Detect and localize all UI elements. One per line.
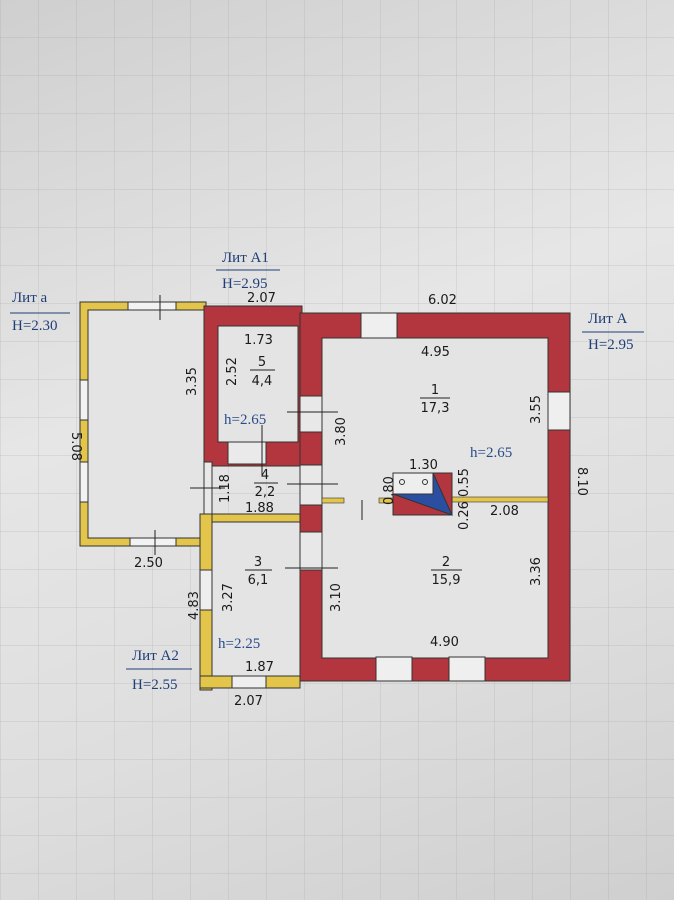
window [231,675,267,689]
lit-a1-walls [203,305,303,467]
ceiling-height-room-1: h=2.65 [470,445,512,461]
ceiling-height-room-3: h=2.25 [218,636,260,652]
room-2-label: 2 15,9 [431,555,462,588]
window [199,569,213,611]
window [79,379,89,421]
stove [392,472,453,516]
liter-label-A: Лит А H=2.95 [582,311,644,353]
svg-text:15,9: 15,9 [432,573,461,588]
liter-label-a1: Лит А1 H=2.95 [216,250,280,292]
window [79,461,89,503]
svg-text:Лит А2: Лит А2 [132,648,179,664]
svg-text:2,2: 2,2 [255,485,276,500]
dim: 1.18 [218,474,233,503]
svg-text:H=2.30: H=2.30 [12,318,58,334]
dim: 3.35 [185,367,200,396]
svg-text:H=2.95: H=2.95 [222,276,268,292]
window [547,391,571,431]
lit-a-walls [79,301,207,547]
svg-text:4,4: 4,4 [252,374,273,389]
dim: 0.55 [457,468,472,497]
dim: 0.26 [457,501,472,530]
svg-text:Лит А: Лит А [588,311,628,327]
svg-text:Лит А1: Лит А1 [222,250,269,266]
svg-text:H=2.95: H=2.95 [588,337,634,353]
svg-text:1: 1 [431,383,439,398]
window [129,537,177,547]
room-1-label: 1 17,3 [420,383,450,416]
dimension-lines [154,295,363,569]
liter-label-a: Лит а H=2.30 [10,290,70,334]
room-4-label: 4 2,2 [254,468,278,500]
dim: 4.95 [421,345,450,360]
dim: 2.52 [225,357,240,386]
svg-text:4: 4 [261,468,269,483]
svg-text:H=2.55: H=2.55 [132,677,178,693]
svg-text:2: 2 [442,555,450,570]
dim: 1.30 [409,458,438,473]
svg-text:Лит а: Лит а [12,290,48,306]
window [360,312,398,339]
dim: 8.10 [574,467,589,496]
dim: 3.55 [529,395,544,424]
window [127,301,177,311]
dim: 2.08 [490,504,519,519]
svg-text:5: 5 [258,355,266,370]
dim: 2.07 [234,694,263,709]
dim: 2.07 [247,291,276,306]
window [375,656,413,682]
door [227,441,267,465]
room-3-label: 3 6,1 [245,555,272,588]
window [448,656,486,682]
dim: 1.88 [245,501,274,516]
svg-text:6,1: 6,1 [248,573,269,588]
dim: 4.90 [430,635,459,650]
lit-a2-walls [199,461,301,691]
dim: 4.83 [187,591,202,620]
room-5-label: 5 4,4 [250,355,275,389]
door [299,464,323,506]
dim: 1.73 [244,333,273,348]
dim: 5.08 [68,432,83,461]
dim: 3.10 [329,583,344,612]
svg-text:17,3: 17,3 [421,401,450,416]
dim: 6.02 [428,293,457,308]
svg-text:3: 3 [254,555,262,570]
lit-a-walls [299,312,571,682]
ceiling-height-room-5: h=2.65 [224,412,266,428]
dim: 3.80 [334,417,349,446]
dim: 3.36 [529,557,544,586]
dim: 3.27 [221,583,236,612]
dim: 2.50 [134,556,163,571]
door [299,395,323,433]
dim: 1.87 [245,660,274,675]
liter-label-a2: Лит А2 H=2.55 [126,648,192,693]
door [299,531,323,571]
dim: 0.80 [382,476,397,505]
